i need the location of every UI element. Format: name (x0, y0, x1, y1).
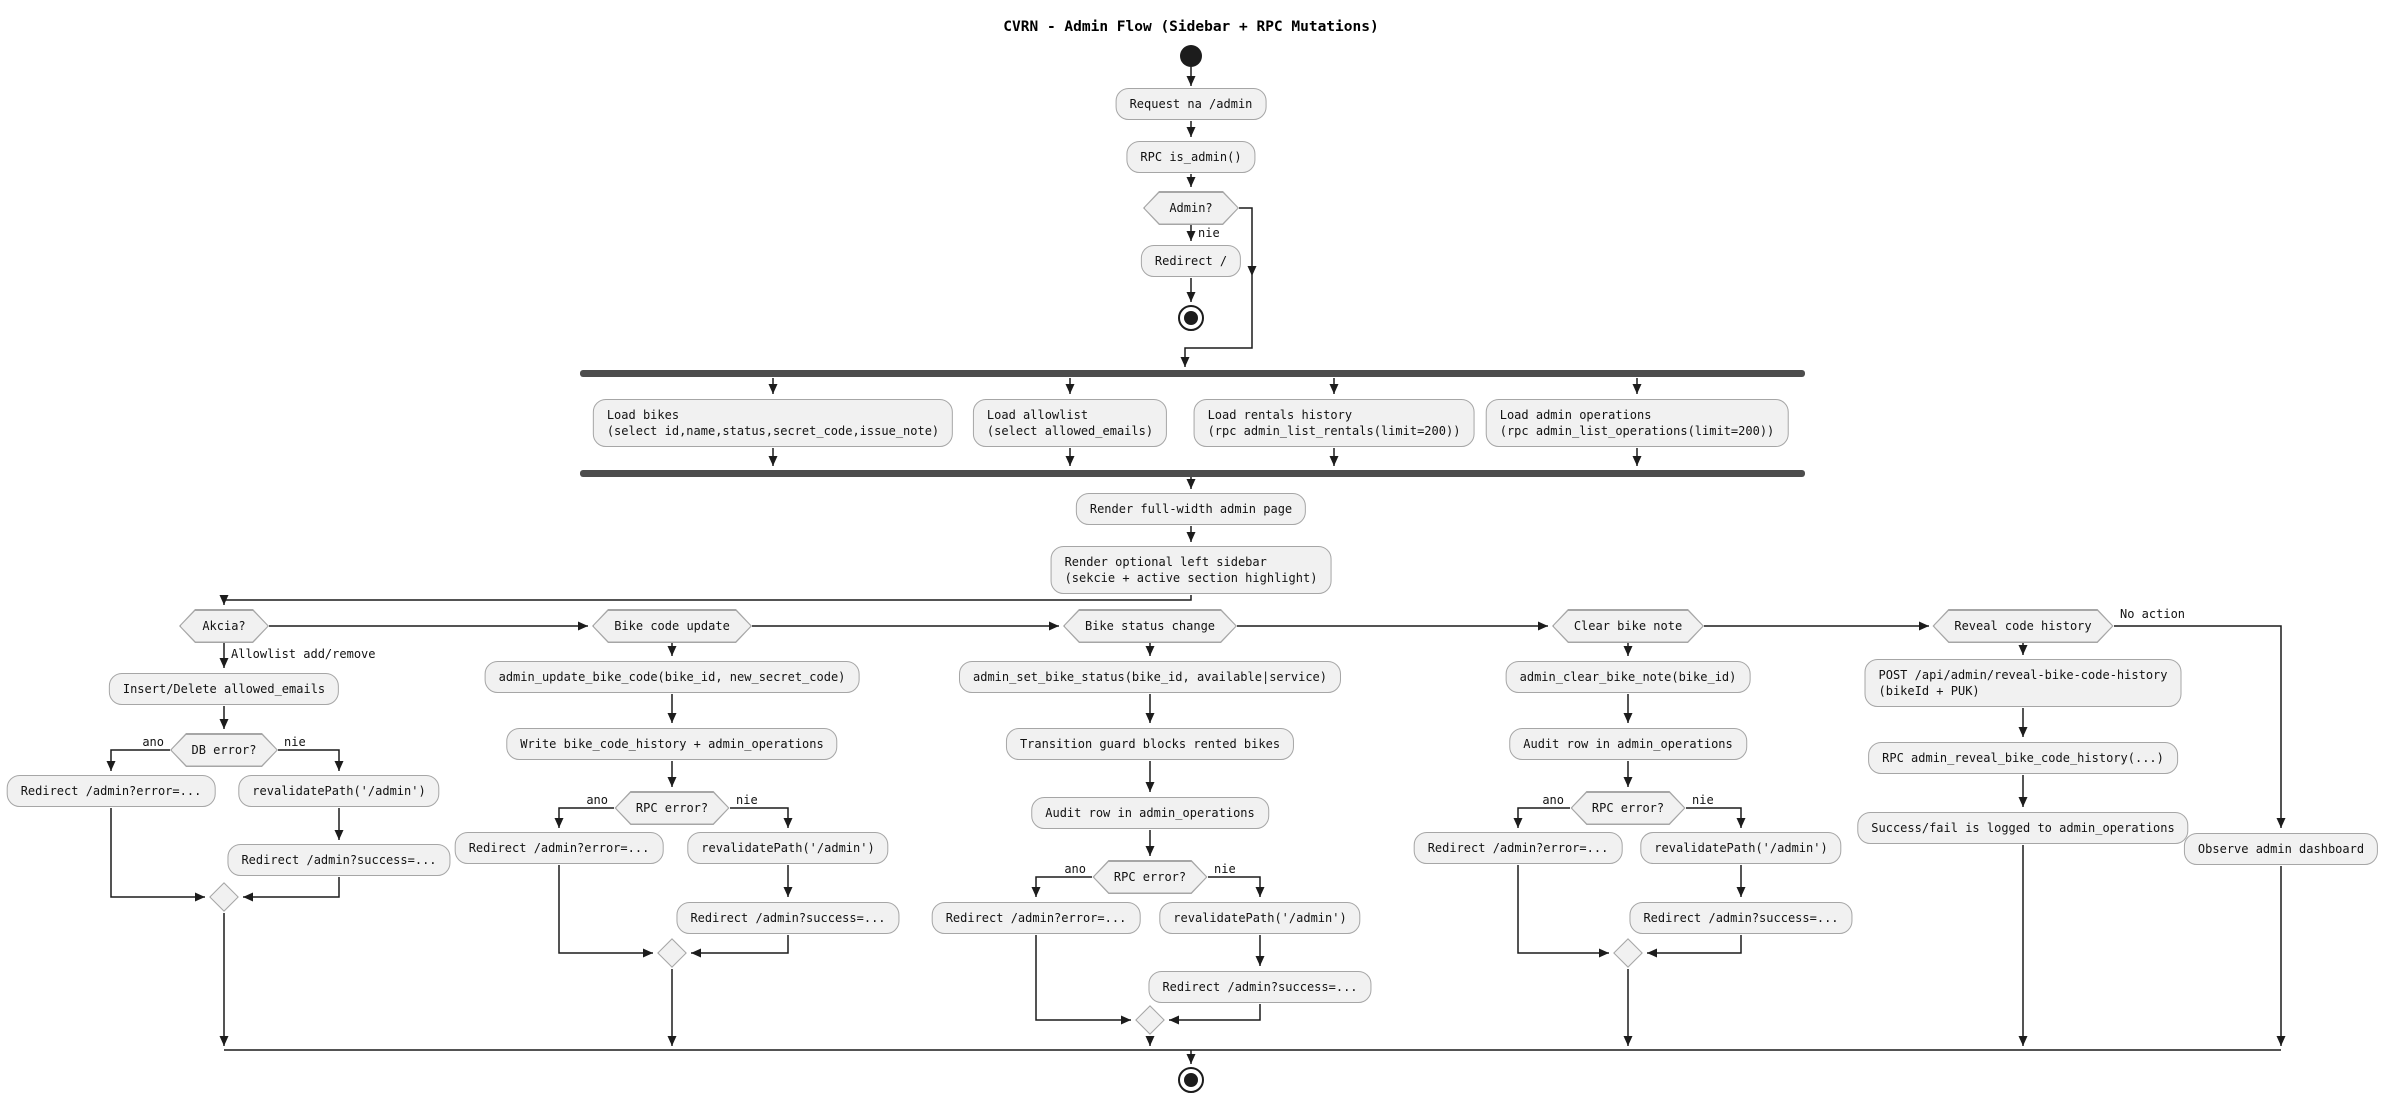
final-end-node (1178, 1067, 1204, 1093)
activity-revalidate-clear-note: revalidatePath('/admin') (1640, 832, 1842, 864)
activity-redirect-success-allowlist: Redirect /admin?success=... (227, 844, 451, 876)
activity-transition-guard: Transition guard blocks rented bikes (1005, 728, 1295, 760)
activity-revalidate-bike-code: revalidatePath('/admin') (687, 832, 889, 864)
decision-rpc-error-clear-note: RPC error? (1571, 791, 1686, 825)
activity-request-admin: Request na /admin (1115, 88, 1267, 120)
activity-admin-clear-bike-note: admin_clear_bike_note(bike_id) (1505, 661, 1751, 693)
activity-audit-row-bike-status: Audit row in admin_operations (1031, 797, 1269, 829)
edge-label-nie-c: nie (1214, 862, 1236, 876)
activity-revalidate-bike-status: revalidatePath('/admin') (1159, 902, 1361, 934)
decision-rpc-error-bike-status: RPC error? (1093, 860, 1208, 894)
edge-label-allowlist: Allowlist add/remove (231, 647, 376, 661)
activity-admin-set-bike-status: admin_set_bike_status(bike_id, available… (958, 661, 1342, 693)
start-node (1180, 45, 1202, 67)
join-bar (580, 470, 1805, 477)
activity-load-rentals: Load rentals history (rpc admin_list_ren… (1193, 399, 1475, 447)
activity-log-reveal: Success/fail is logged to admin_operatio… (1857, 812, 2189, 844)
activity-revalidate-allowlist: revalidatePath('/admin') (238, 775, 440, 807)
activity-redirect-error-bike-code: Redirect /admin?error=... (454, 832, 664, 864)
activity-redirect-success-bike-status: Redirect /admin?success=... (1148, 971, 1372, 1003)
edge-label-ano-a: ano (142, 735, 164, 749)
activity-write-bike-code-history: Write bike_code_history + admin_operatio… (506, 728, 838, 760)
activity-rpc-reveal: RPC admin_reveal_bike_code_history(...) (1868, 742, 2178, 774)
activity-admin-update-bike-code: admin_update_bike_code(bike_id, new_secr… (484, 661, 860, 693)
activity-render-sidebar: Render optional left sidebar (sekcie + a… (1050, 546, 1332, 594)
decision-clear-bike-note: Clear bike note (1552, 609, 1704, 643)
activity-post-reveal: POST /api/admin/reveal-bike-code-history… (1864, 659, 2182, 707)
edge-label-nie-b: nie (736, 793, 758, 807)
merge-bike-status (1135, 1005, 1165, 1035)
activity-redirect-root: Redirect / (1140, 245, 1242, 277)
activity-audit-row-clear-note: Audit row in admin_operations (1509, 728, 1747, 760)
decision-db-error: DB error? (170, 733, 278, 767)
activity-load-operations: Load admin operations (rpc admin_list_op… (1485, 399, 1789, 447)
edge-label-nie-admin: nie (1198, 226, 1220, 240)
activity-redirect-error-bike-status: Redirect /admin?error=... (931, 902, 1141, 934)
activity-render-full-width: Render full-width admin page (1075, 493, 1307, 525)
fork-bar (580, 370, 1805, 377)
activity-redirect-success-clear-note: Redirect /admin?success=... (1629, 902, 1853, 934)
activity-rpc-is-admin: RPC is_admin() (1126, 141, 1256, 173)
edge-label-nie-a: nie (284, 735, 306, 749)
decision-reveal-code-history: Reveal code history (1933, 609, 2114, 643)
activity-observe-dashboard: Observe admin dashboard (2183, 833, 2379, 865)
diagram-title: CVRN - Admin Flow (Sidebar + RPC Mutatio… (1003, 19, 1379, 35)
decision-rpc-error-bike-code: RPC error? (615, 791, 730, 825)
decision-akcia: Akcia? (179, 609, 269, 643)
edge-label-ano-b: ano (586, 793, 608, 807)
merge-allowlist (209, 882, 239, 912)
decision-bike-code-update: Bike code update (592, 609, 752, 643)
edge-label-ano-d: ano (1542, 793, 1564, 807)
activity-redirect-error-allowlist: Redirect /admin?error=... (6, 775, 216, 807)
activity-load-allowlist: Load allowlist (select allowed_emails) (972, 399, 1168, 447)
edge-label-ano-c: ano (1064, 862, 1086, 876)
decision-admin: Admin? (1143, 191, 1239, 225)
end-node-not-admin (1178, 305, 1204, 331)
activity-redirect-error-clear-note: Redirect /admin?error=... (1413, 832, 1623, 864)
decision-bike-status-change: Bike status change (1063, 609, 1237, 643)
merge-clear-note (1613, 938, 1643, 968)
merge-bike-code (657, 938, 687, 968)
activity-redirect-success-bike-code: Redirect /admin?success=... (676, 902, 900, 934)
edge-label-no-action: No action (2120, 607, 2186, 621)
activity-load-bikes: Load bikes (select id,name,status,secret… (592, 399, 954, 447)
edge-label-nie-d: nie (1692, 793, 1714, 807)
activity-insert-delete-allowed-emails: Insert/Delete allowed_emails (108, 673, 340, 705)
